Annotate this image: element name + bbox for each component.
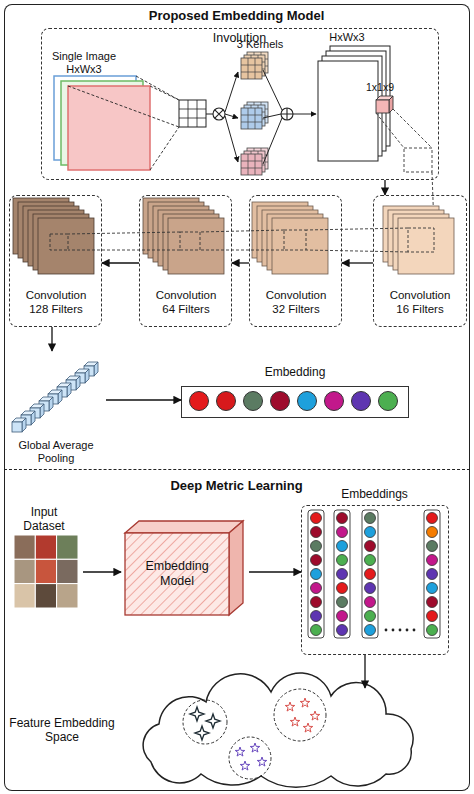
cluster-stars-black xyxy=(190,707,220,740)
sum-symbol xyxy=(281,108,293,120)
model-box: Embedding Model xyxy=(121,515,249,617)
sum-arrow xyxy=(293,114,316,115)
convolution-box: Convolution 64 Filters xyxy=(139,195,232,327)
node-text: Convolution 128 Filters xyxy=(20,289,92,317)
cluster-stars-purple xyxy=(235,743,267,770)
model-box-face xyxy=(229,521,243,615)
flow-arrow xyxy=(342,262,373,263)
annotation-label: 3 Kernels xyxy=(232,38,288,51)
embedding-vector: Embedding xyxy=(181,386,409,418)
embeddings-box: Embeddings xyxy=(301,505,449,655)
convolution-box: Convolution 16 Filters xyxy=(373,195,467,327)
dataset-image xyxy=(14,535,78,608)
node-text: Feature Embedding Space xyxy=(6,716,118,745)
embedding-columns xyxy=(308,510,440,638)
cluster-stars-red xyxy=(285,698,320,732)
multiply-symbol xyxy=(213,108,225,120)
convolution-box: Convolution 128 Filters xyxy=(9,195,102,327)
kernels xyxy=(241,52,268,175)
receptive-field-guides xyxy=(50,228,434,252)
projection-lines xyxy=(68,76,179,170)
node-text: Input Dataset xyxy=(13,505,75,534)
node-text: Embeddings xyxy=(302,487,447,501)
flow-arrow xyxy=(51,327,52,351)
node-text: Convolution 16 Filters xyxy=(384,289,456,317)
node-text: Embedding Model xyxy=(135,559,219,589)
ellipsis-dots xyxy=(385,629,416,632)
model-box-face xyxy=(125,521,243,533)
kernel-arrows xyxy=(225,72,238,162)
embedding-space-cloud-face xyxy=(143,673,413,787)
flow-arrow xyxy=(83,571,121,572)
pooling-bar xyxy=(12,362,98,432)
node-text: Convolution 64 Filters xyxy=(150,289,222,317)
flow-arrow xyxy=(102,262,139,263)
node-text: Global Average Pooling xyxy=(10,439,102,465)
annotation-label: 1x1x9 xyxy=(358,81,402,94)
convolution-box: Convolution 32 Filters xyxy=(249,195,342,327)
sum-lines xyxy=(263,70,282,164)
section-band: Deep Metric LearningInput DatasetEmbeddi… xyxy=(4,470,470,791)
node-text: Proposed Embedding Model xyxy=(5,8,468,24)
cluster-rings xyxy=(183,689,326,779)
conv64-stack xyxy=(143,198,224,274)
node-text: Embedding xyxy=(182,365,408,379)
input-dataset: Input Dataset xyxy=(13,505,83,613)
conv32-stack xyxy=(252,202,328,274)
kernel-grid xyxy=(179,100,213,127)
output-stack xyxy=(318,46,390,161)
flow-arrow xyxy=(249,571,301,572)
embedding-circles xyxy=(190,392,398,411)
embedding-space-cloud: Feature Embedding Space xyxy=(6,672,436,788)
flow-arrow xyxy=(384,180,385,195)
flow-arrow xyxy=(232,262,249,263)
conv128-stack xyxy=(13,198,94,274)
model-box-face xyxy=(125,533,229,615)
conv16-stack xyxy=(383,206,454,274)
pooling-layer: Global Average Pooling xyxy=(6,351,106,466)
flow-arrow xyxy=(106,399,181,400)
pixel-cube xyxy=(376,96,393,113)
annotation-label: HxWx3 xyxy=(322,31,372,44)
embedding-column-circles xyxy=(311,513,438,636)
node-text: Convolution 32 Filters xyxy=(260,289,332,317)
input-image-stack xyxy=(54,76,150,170)
annotation-label: Single Image HxWx3 xyxy=(44,50,124,76)
